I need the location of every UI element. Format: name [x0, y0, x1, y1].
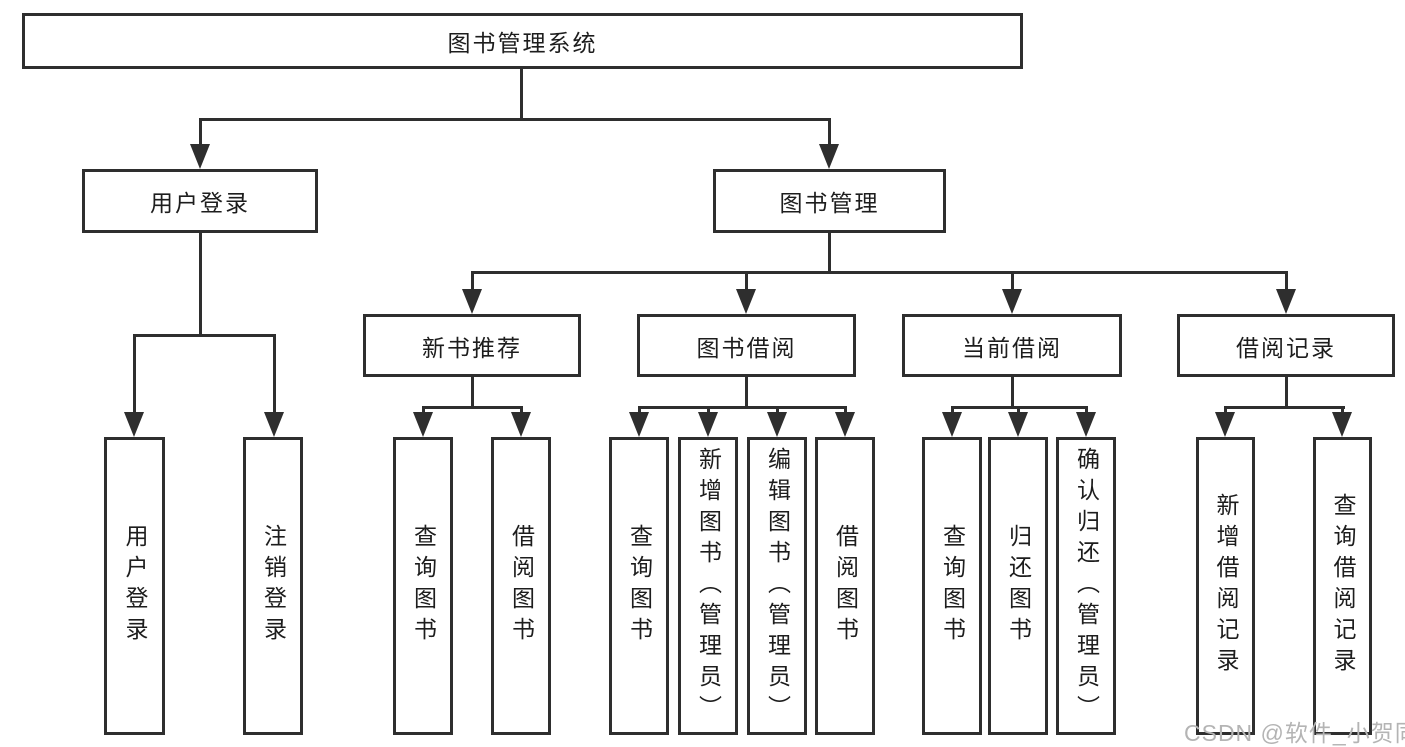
connector-line	[1341, 406, 1344, 416]
leaf-return-books: 归还图书	[988, 437, 1048, 735]
arrow-down-icon	[511, 412, 531, 437]
leaf-borrow-books-2: 借阅图书	[815, 437, 875, 735]
arrow-down-icon	[1008, 412, 1028, 437]
node-current-borrowing: 当前借阅	[902, 314, 1122, 377]
arrow-down-icon	[698, 412, 718, 437]
connector-line	[422, 406, 523, 409]
arrow-down-icon	[124, 412, 144, 437]
arrow-down-icon	[1276, 289, 1296, 314]
node-new-book-recommendation: 新书推荐	[363, 314, 581, 377]
connector-line	[133, 334, 136, 416]
connector-line	[951, 406, 954, 416]
arrow-down-icon	[736, 289, 756, 314]
node-borrowing-records: 借阅记录	[1177, 314, 1395, 377]
leaf-edit-book-admin: 编辑图书（管理员）	[747, 437, 807, 735]
connector-line	[1224, 406, 1227, 416]
connector-line	[776, 406, 779, 416]
arrow-down-icon	[629, 412, 649, 437]
leaf-query-books-1: 查询图书	[393, 437, 453, 735]
connector-line	[1285, 271, 1288, 293]
connector-line	[828, 233, 831, 274]
connector-line	[844, 406, 847, 416]
connector-line	[1285, 377, 1288, 409]
connector-line	[520, 406, 523, 416]
leaf-query-borrow-record: 查询借阅记录	[1313, 437, 1372, 735]
connector-line	[745, 271, 748, 293]
node-book-management: 图书管理	[713, 169, 946, 233]
connector-line	[1011, 377, 1014, 409]
node-library-management-system: 图书管理系统	[22, 13, 1023, 69]
connector-line	[1017, 406, 1020, 416]
node-book-borrowing: 图书借阅	[637, 314, 856, 377]
connector-line	[199, 118, 202, 148]
connector-line	[273, 334, 276, 416]
leaf-add-borrow-record: 新增借阅记录	[1196, 437, 1255, 735]
leaf-logout: 注销登录	[243, 437, 303, 735]
arrow-down-icon	[942, 412, 962, 437]
connector-line	[422, 406, 425, 416]
connector-line	[745, 377, 748, 409]
arrow-down-icon	[264, 412, 284, 437]
connector-line	[707, 406, 710, 416]
arrow-down-icon	[1002, 289, 1022, 314]
connector-line	[1085, 406, 1088, 416]
connector-line	[638, 406, 847, 409]
connector-line	[199, 118, 831, 121]
connector-line	[133, 334, 276, 337]
connector-line	[199, 233, 202, 337]
leaf-borrow-books-1: 借阅图书	[491, 437, 551, 735]
connector-line	[1011, 271, 1014, 293]
arrow-down-icon	[413, 412, 433, 437]
arrow-down-icon	[1215, 412, 1235, 437]
leaf-confirm-return-admin: 确认归还（管理员）	[1056, 437, 1116, 735]
arrow-down-icon	[1076, 412, 1096, 437]
connector-line	[471, 271, 474, 293]
leaf-add-book-admin: 新增图书（管理员）	[678, 437, 738, 735]
node-user-login: 用户登录	[82, 169, 318, 233]
arrow-down-icon	[767, 412, 787, 437]
leaf-user-login: 用户登录	[104, 437, 165, 735]
watermark-text: CSDN @软件_小贺同学	[1184, 720, 1405, 746]
connector-line	[1224, 406, 1345, 409]
arrow-down-icon	[462, 289, 482, 314]
connector-line	[471, 271, 1288, 274]
connector-line	[520, 69, 523, 119]
connector-line	[638, 406, 641, 416]
arrow-down-icon	[1332, 412, 1352, 437]
connector-line	[471, 377, 474, 409]
arrow-down-icon	[819, 144, 839, 169]
arrow-down-icon	[190, 144, 210, 169]
leaf-query-books-3: 查询图书	[922, 437, 982, 735]
connector-line	[828, 118, 831, 148]
leaf-query-books-2: 查询图书	[609, 437, 669, 735]
arrow-down-icon	[835, 412, 855, 437]
